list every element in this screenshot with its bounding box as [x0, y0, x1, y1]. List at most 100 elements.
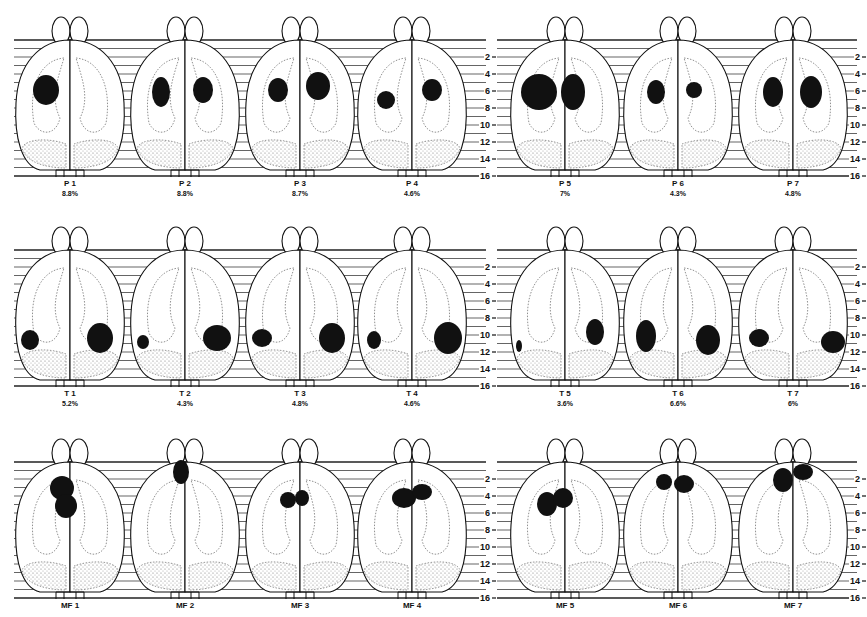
lesion: [696, 325, 720, 355]
scale-number: 12: [849, 560, 861, 569]
lesion: [800, 76, 822, 108]
lesion: [636, 320, 656, 352]
scale-number: 4: [854, 70, 861, 79]
lesion: [152, 77, 170, 107]
lesion: [553, 488, 573, 508]
grid-lines: [497, 462, 857, 598]
scale-tick: [862, 495, 866, 496]
lesion: [647, 80, 665, 104]
scale-tick: [492, 334, 496, 335]
lesion: [412, 484, 432, 500]
scale-number: 14: [849, 577, 861, 586]
lesion-percent: 4.6%: [404, 190, 420, 197]
lesion: [821, 331, 845, 353]
lesion-percent: 6.6%: [670, 400, 686, 407]
brain-outline: [131, 227, 240, 387]
scale-tick: [492, 317, 496, 318]
panel-label: MF 5: [556, 602, 574, 610]
scale-tick: [862, 478, 866, 479]
panel-label: MF 7: [784, 602, 802, 610]
scale-number: 14: [479, 155, 491, 164]
lesion: [55, 494, 77, 518]
panel-label: P 2: [179, 180, 191, 188]
lesion-percent: 3.6%: [557, 400, 573, 407]
scale-tick: [862, 283, 866, 284]
grid-lines: [497, 40, 857, 176]
scale-number: 6: [484, 297, 491, 306]
scale-number: 8: [854, 526, 861, 535]
panel-label: T 4: [406, 390, 418, 398]
scale-number: 6: [484, 509, 491, 518]
scale-number: 8: [854, 104, 861, 113]
panel-label: MF 2: [176, 602, 194, 610]
scale-number: 14: [849, 155, 861, 164]
scale-number: 6: [854, 297, 861, 306]
scale-tick: [862, 385, 866, 386]
scale-tick: [492, 266, 496, 267]
scale-tick: [492, 597, 496, 598]
scale-number: 10: [479, 331, 491, 340]
panel-label: P 6: [672, 180, 684, 188]
scale-number: 10: [849, 543, 861, 552]
scale-number: 6: [854, 509, 861, 518]
brain-outline: [511, 17, 620, 177]
panel-label: T 7: [787, 390, 799, 398]
scale-number: 6: [854, 87, 861, 96]
lesion-percent: 8.8%: [62, 190, 78, 197]
lesion: [252, 329, 272, 347]
scale-number: 14: [479, 365, 491, 374]
scale-number: 16: [849, 382, 861, 391]
scale-tick: [862, 368, 866, 369]
lesion: [377, 91, 395, 109]
lesion-percent: 5.2%: [62, 400, 78, 407]
grid-lines: [14, 40, 486, 176]
panel-label: T 3: [294, 390, 306, 398]
scale-tick: [492, 56, 496, 57]
scale-tick: [862, 546, 866, 547]
lesion: [367, 331, 381, 349]
brain-outline: [246, 227, 355, 387]
panel-label: P 4: [406, 180, 418, 188]
scale-tick: [862, 580, 866, 581]
lesion-percent: 8.7%: [292, 190, 308, 197]
lesion: [686, 82, 702, 98]
brain-outline: [739, 17, 848, 177]
scale-number: 12: [479, 348, 491, 357]
brain-outline: [358, 17, 467, 177]
brain-outline: [739, 439, 848, 599]
brain-outline: [358, 439, 467, 599]
lesion: [656, 474, 672, 490]
panel-label: T 5: [559, 390, 571, 398]
panel-label: MF 4: [403, 602, 421, 610]
brain-outline: [739, 227, 848, 387]
lesion: [268, 78, 288, 102]
scale-tick: [492, 512, 496, 513]
scale-tick: [862, 266, 866, 267]
scale-number: 8: [854, 314, 861, 323]
scale-number: 12: [479, 138, 491, 147]
scale-number: 8: [484, 104, 491, 113]
panel-label: T 2: [179, 390, 191, 398]
lesion-percent: 6%: [788, 400, 798, 407]
scale-tick: [862, 175, 866, 176]
scale-tick: [862, 597, 866, 598]
scale-tick: [862, 529, 866, 530]
lesion: [763, 77, 783, 107]
scale-number: 6: [484, 87, 491, 96]
lesion: [87, 323, 113, 353]
scale-tick: [492, 90, 496, 91]
scale-number: 4: [484, 492, 491, 501]
scale-number: 16: [479, 382, 491, 391]
panel-label: MF 1: [61, 602, 79, 610]
scale-number: 8: [484, 314, 491, 323]
scale-number: 10: [479, 543, 491, 552]
scale-number: 2: [484, 263, 491, 272]
scale-tick: [492, 124, 496, 125]
scale-tick: [492, 385, 496, 386]
lesion: [516, 340, 522, 352]
panel-label: P 3: [294, 180, 306, 188]
brain-outline: [16, 439, 125, 599]
scale-tick: [862, 56, 866, 57]
